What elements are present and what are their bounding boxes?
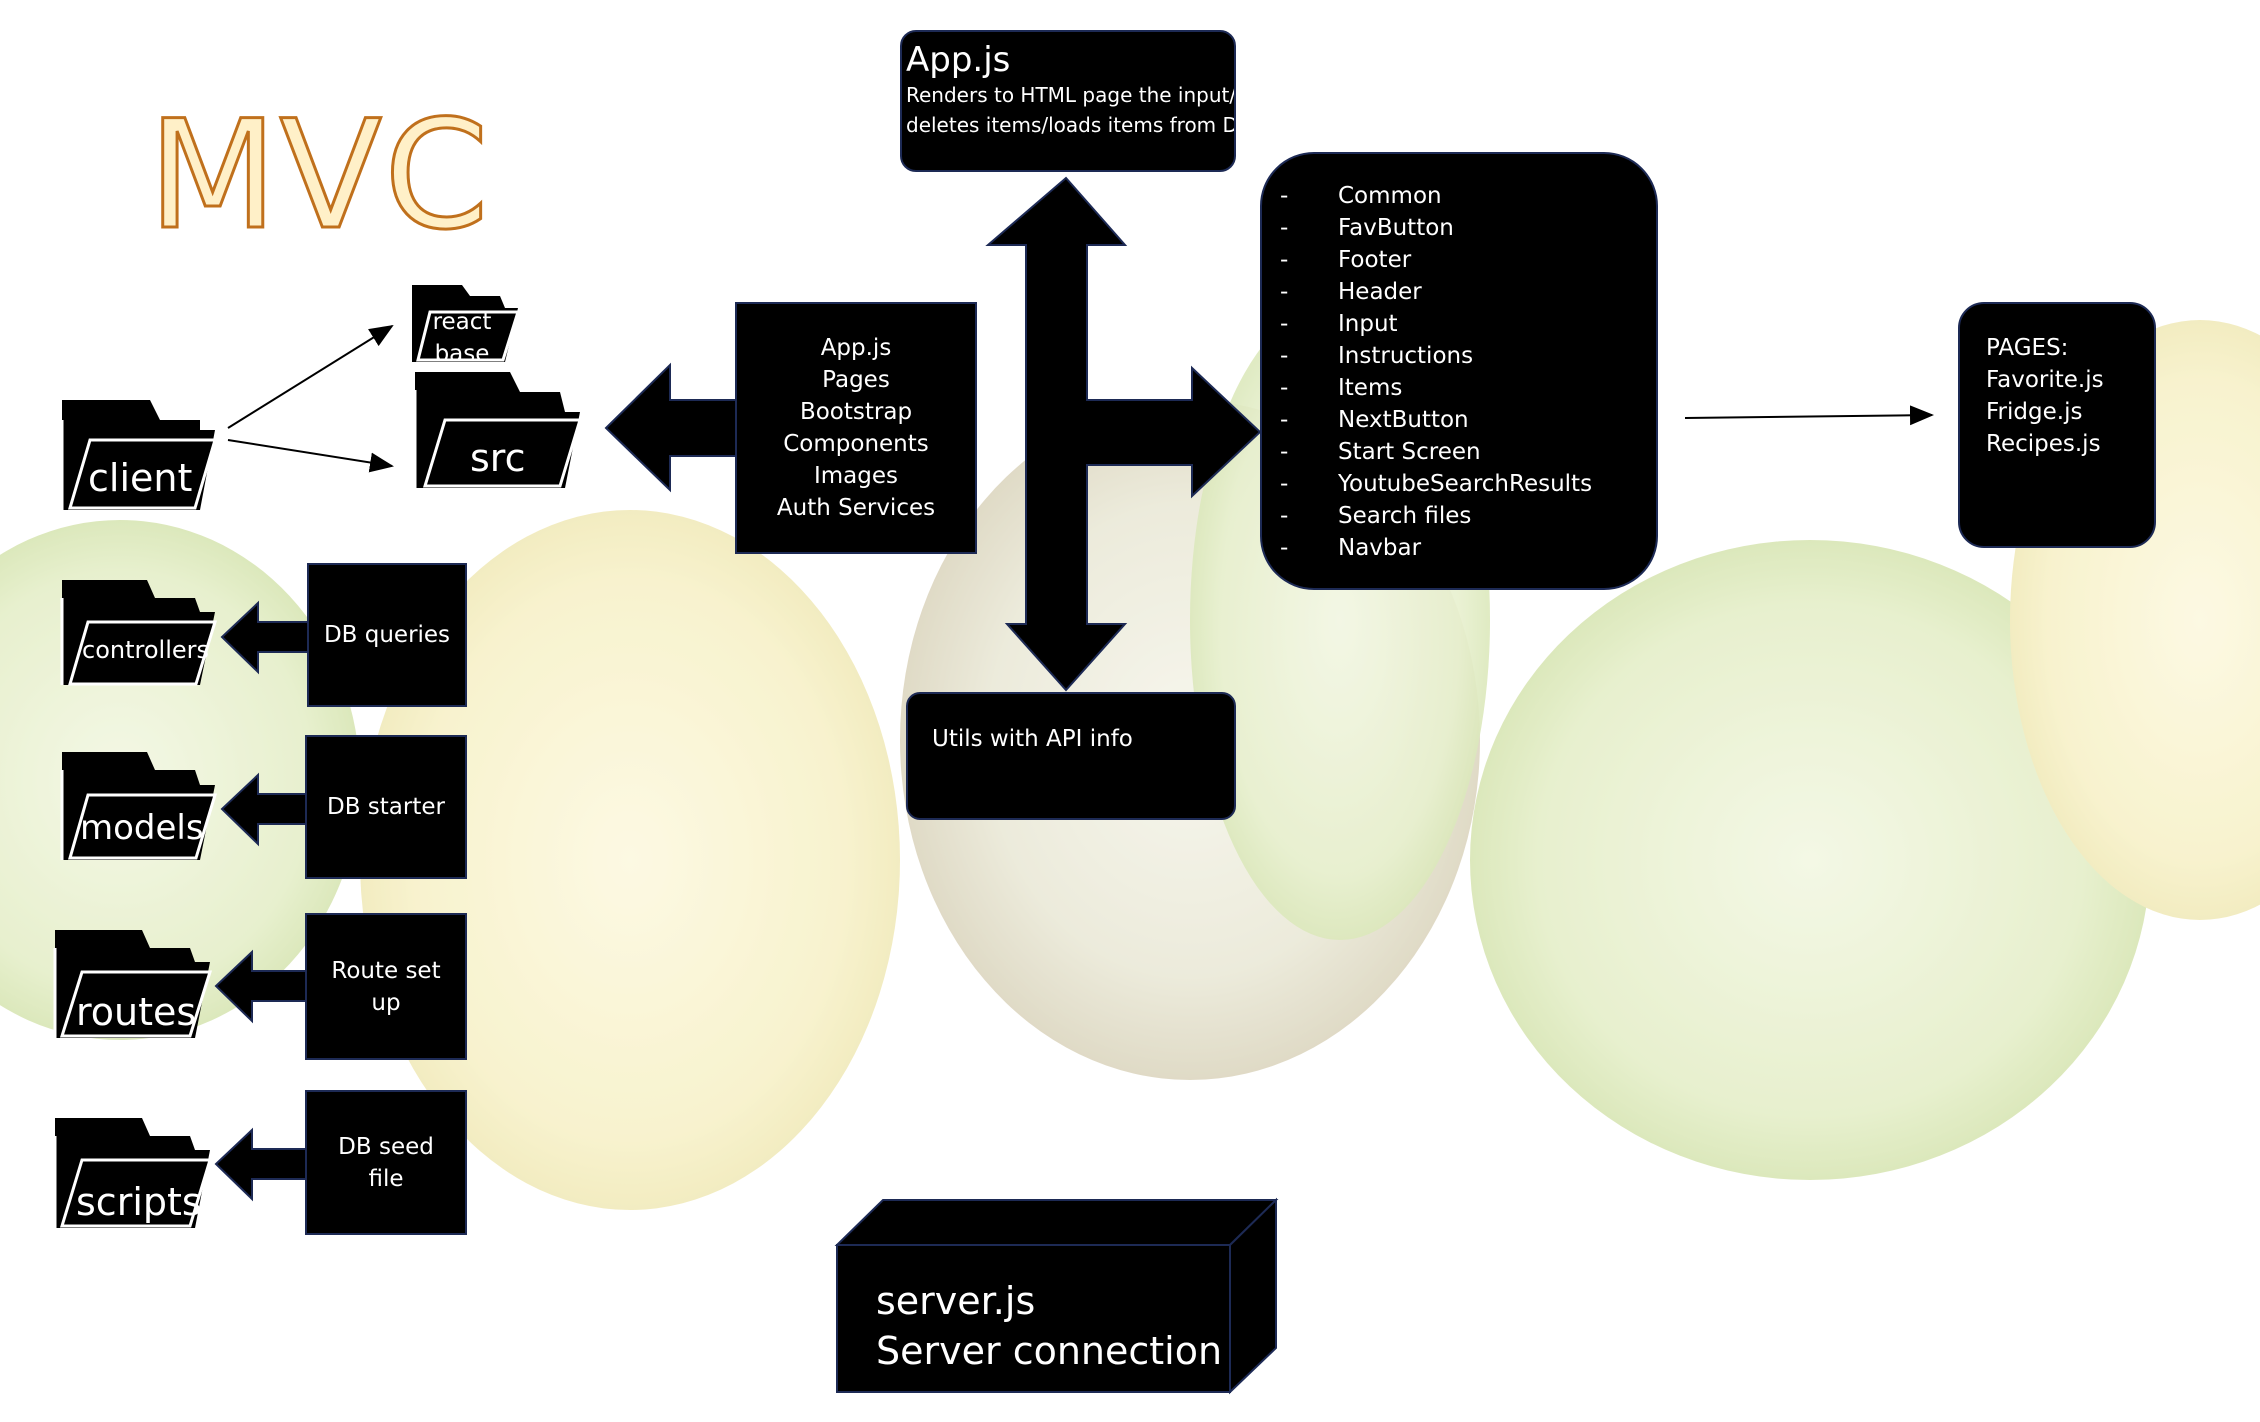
component-item: -Items xyxy=(1280,375,1403,401)
lemon-left xyxy=(360,510,900,1210)
react-base-folder-icon xyxy=(412,285,521,362)
scripts-block-arrow xyxy=(214,1127,311,1202)
src-line-1: Pages xyxy=(822,367,890,393)
mvc-title: MVC xyxy=(147,89,491,263)
server-line-1: server.js xyxy=(876,1279,1036,1323)
pages-line-0: PAGES: xyxy=(1986,335,2069,361)
src-block-arrow xyxy=(604,362,741,493)
src-line-2: Bootstrap xyxy=(799,399,913,425)
route-setup-text: Route set up xyxy=(331,957,441,1016)
client-folder-icon xyxy=(60,400,218,510)
controllers-folder-icon xyxy=(60,580,218,686)
route-setup-box: Route set up xyxy=(305,913,467,1060)
controllers-block-arrow xyxy=(220,600,311,675)
server-line-2: Server connection xyxy=(876,1329,1223,1373)
server-box-text: server.js Server connection xyxy=(876,1276,1222,1376)
src-line-3: Components xyxy=(783,431,929,457)
pages-box: PAGES: Favorite.js Fridge.js Recipes.js xyxy=(1958,302,2156,548)
controllers-folder-label: controllers xyxy=(82,636,209,664)
react-base-folder-label: react base xyxy=(432,309,492,367)
component-item: -Header xyxy=(1280,279,1422,305)
scripts-folder-icon xyxy=(53,1118,213,1228)
component-item: -FavButton xyxy=(1280,215,1454,241)
src-line-4: Images xyxy=(813,463,898,489)
components-list-box: -Common -FavButton -Footer -Header -Inpu… xyxy=(1260,152,1658,590)
server-box-3d xyxy=(834,1197,1279,1395)
src-folder-label: src xyxy=(470,436,526,480)
pages-line-3: Recipes.js xyxy=(1986,431,2101,457)
component-item: -Common xyxy=(1280,183,1442,209)
component-item: -Instructions xyxy=(1280,343,1474,369)
utils-text: Utils with API info xyxy=(932,726,1133,752)
app-js-line-2: deletes items/loads items from DB xyxy=(906,113,1236,137)
app-js-box: App.js Renders to HTML page the input/ d… xyxy=(900,30,1236,172)
component-item: -Start Screen xyxy=(1280,439,1481,465)
pages-line-1: Favorite.js xyxy=(1986,367,2104,393)
components-list: -Common -FavButton -Footer -Header -Inpu… xyxy=(1262,180,1656,564)
component-item: -Search files xyxy=(1280,503,1472,529)
client-folder-label: client xyxy=(88,456,193,500)
component-item: -YoutubeSearchResults xyxy=(1280,471,1593,497)
models-block-arrow xyxy=(220,772,311,847)
src-line-5: Auth Services xyxy=(776,495,936,521)
utils-box: Utils with API info xyxy=(906,692,1236,820)
app-cross-arrow xyxy=(985,176,1262,692)
lime-right xyxy=(1470,540,2150,1180)
db-seed-box: DB seed file xyxy=(305,1090,467,1235)
models-folder-icon xyxy=(60,752,218,860)
db-queries-text: DB queries xyxy=(323,622,451,648)
src-line-0: App.js xyxy=(820,335,892,361)
component-item: -Input xyxy=(1280,311,1398,337)
routes-folder-label: routes xyxy=(76,990,197,1034)
app-js-line-1: Renders to HTML page the input/ xyxy=(906,83,1236,107)
db-seed-text: DB seed file xyxy=(338,1133,434,1192)
models-folder-label: models xyxy=(80,808,204,848)
components-to-pages-arrow xyxy=(1684,405,1934,426)
routes-block-arrow xyxy=(214,949,311,1024)
component-item: -Navbar xyxy=(1280,535,1422,561)
src-folder-icon xyxy=(413,372,583,488)
db-starter-text: DB starter xyxy=(327,794,445,820)
db-starter-box: DB starter xyxy=(305,735,467,879)
component-item: -NextButton xyxy=(1280,407,1469,433)
db-queries-box: DB queries xyxy=(307,563,467,707)
component-item: -Footer xyxy=(1280,247,1412,273)
pages-line-2: Fridge.js xyxy=(1986,399,2083,425)
scripts-folder-label: scripts xyxy=(76,1180,202,1224)
client-to-src-arrow xyxy=(227,439,394,473)
routes-folder-icon xyxy=(53,930,213,1038)
src-contents-box: App.js Pages Bootstrap Components Images… xyxy=(735,302,977,554)
client-to-react-base-arrow xyxy=(227,324,394,429)
app-js-title: App.js xyxy=(906,40,1011,80)
